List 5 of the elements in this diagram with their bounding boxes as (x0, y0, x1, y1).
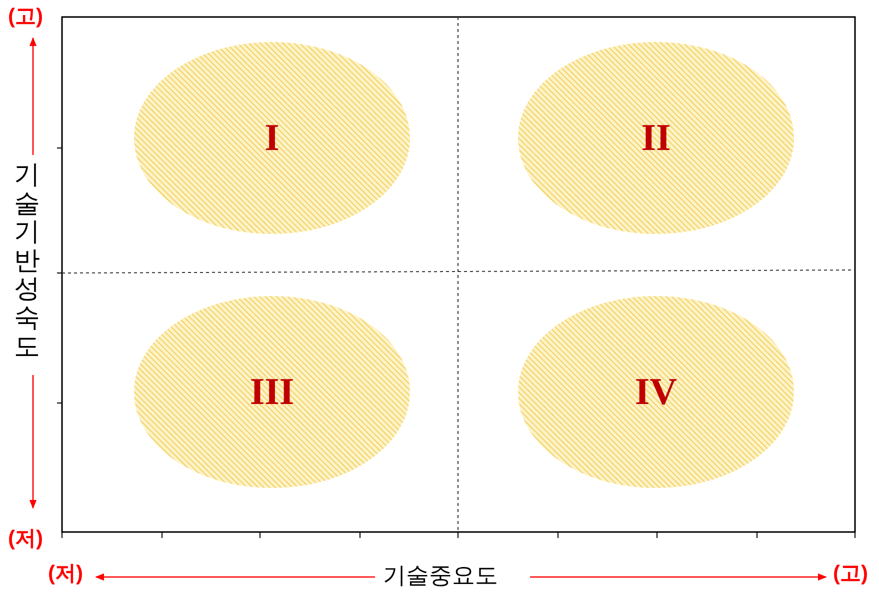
axis-end-label: (고) (8, 6, 43, 27)
axis-label: 기술중요도 (383, 564, 498, 587)
axis-end-label: (저) (8, 528, 43, 549)
axis-end-label: (고) (833, 563, 868, 584)
axis-end-label: (저) (48, 563, 83, 584)
